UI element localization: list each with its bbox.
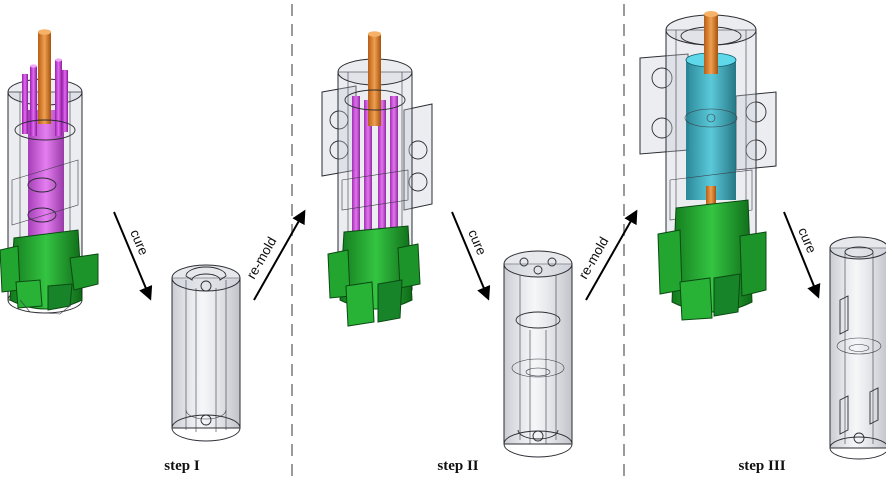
cured-part-1 (171, 264, 241, 442)
step-label-2: step II (437, 458, 478, 474)
cured-part-3 (829, 236, 886, 460)
mold-assembly-2 (321, 31, 433, 327)
cure-arrow-1 (113, 211, 153, 301)
step-label-1: step I (164, 458, 200, 474)
remold-arrow-2 (585, 209, 638, 301)
remold-arrow-1 (253, 209, 306, 301)
remold-label-1: re-mold (244, 234, 280, 281)
remold-label-2: re-mold (576, 234, 612, 281)
cure-arrow-3 (783, 211, 821, 299)
cure-arrow-2 (451, 211, 491, 301)
cured-part-2 (503, 250, 573, 458)
mold-assembly-1 (0, 29, 99, 315)
step-label-3: step III (738, 458, 785, 474)
mold-assembly-3 (639, 11, 777, 321)
